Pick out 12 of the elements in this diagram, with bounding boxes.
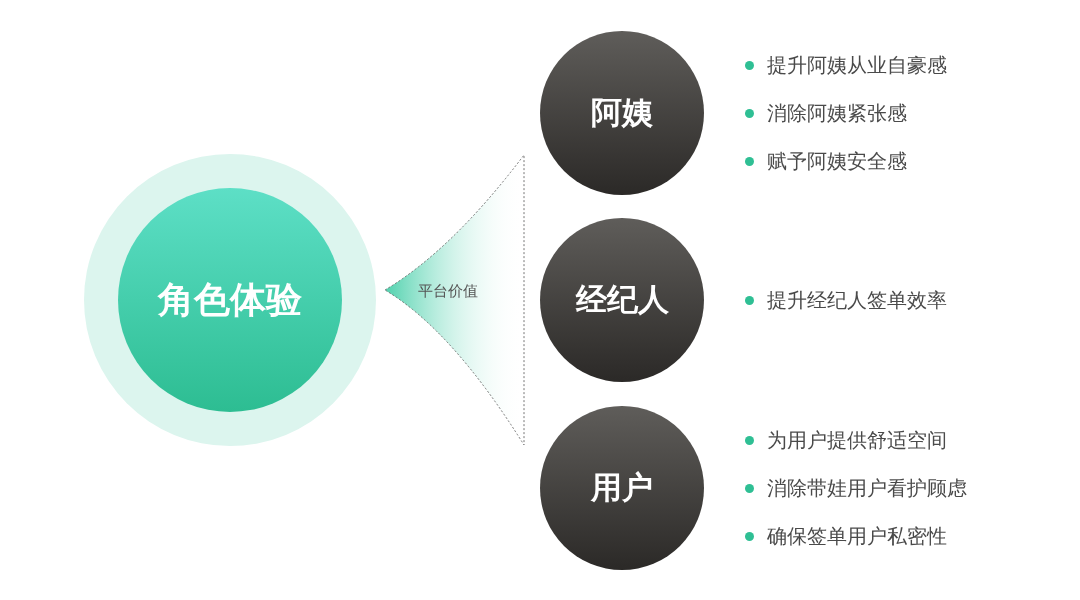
hub-label: 角色体验 <box>158 277 302 322</box>
role-label: 经纪人 <box>575 280 669 319</box>
list-item-text: 赋予阿姨安全感 <box>767 147 907 175</box>
list-item-text: 为用户提供舒适空间 <box>767 426 947 454</box>
role-label: 阿姨 <box>591 93 653 132</box>
list-item-text: 提升阿姨从业自豪感 <box>767 51 947 79</box>
list-item-text: 消除带娃用户看护顾虑 <box>767 474 967 502</box>
list-item-text: 消除阿姨紧张感 <box>767 99 907 127</box>
list-item-text: 确保签单用户私密性 <box>767 522 947 550</box>
role-label: 用户 <box>591 468 653 507</box>
list-item-text: 提升经纪人签单效率 <box>767 286 947 314</box>
fan-label: 平台价值 <box>418 282 478 301</box>
